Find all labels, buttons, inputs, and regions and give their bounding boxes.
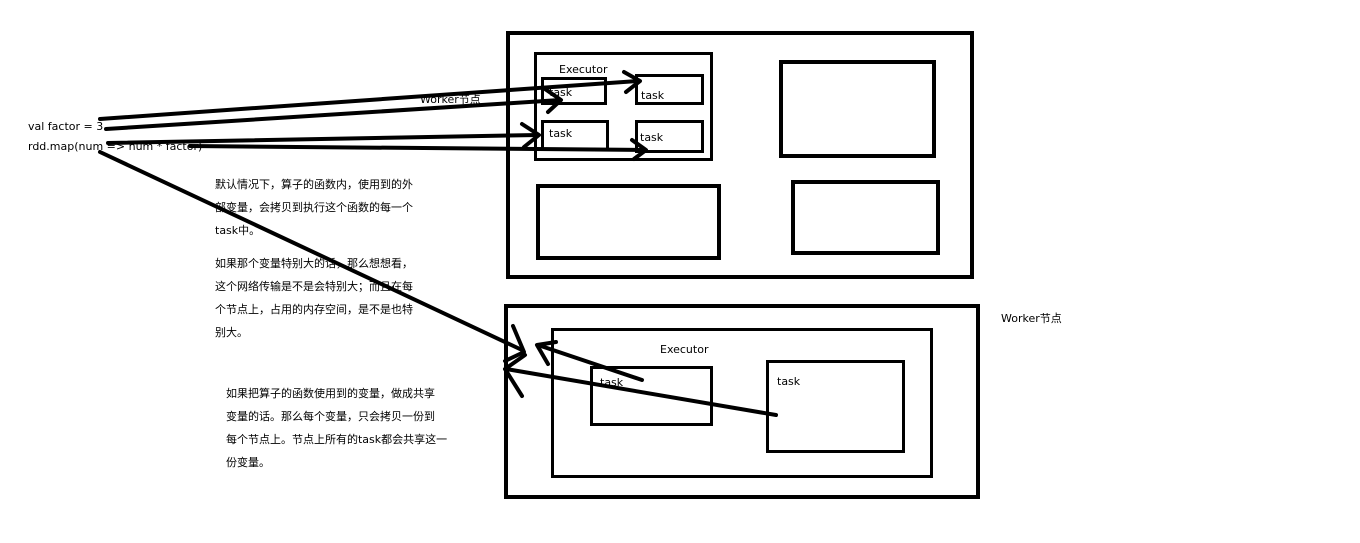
code-line-2: rdd.map(num => num * factor)	[28, 140, 203, 153]
executor-top-label: Executor	[559, 63, 608, 76]
task-label-top-1: task	[549, 86, 573, 99]
note-large-variable: 如果那个变量特别大的话，那么想想看， 这个网络传输是不是会特别大；而且在每 个节…	[215, 257, 413, 339]
executor-bottom-label: Executor	[660, 343, 709, 356]
empty-box-bottom-right	[791, 180, 940, 255]
worker-node-top-label: Worker节点	[420, 93, 481, 106]
arrow-to-task-top-1	[104, 98, 562, 131]
code-line-1: val factor = 3	[28, 120, 104, 133]
task-label-bottom-2: task	[777, 375, 801, 388]
task-label-top-3: task	[549, 127, 573, 140]
empty-box-top-right	[779, 60, 936, 158]
task-box-top-4	[635, 120, 704, 153]
task-label-bottom-1: task	[600, 376, 624, 389]
task-box-bottom-2	[766, 360, 905, 453]
worker-node-bottom-label: Worker节点	[1001, 312, 1062, 325]
task-label-top-2: task	[641, 89, 665, 102]
empty-box-bottom-left	[536, 184, 721, 260]
note-default-copy: 默认情况下，算子的函数内，使用到的外 部变量，会拷贝到执行这个函数的每一个 ta…	[215, 178, 413, 237]
task-label-top-4: task	[640, 131, 664, 144]
task-box-bottom-1	[590, 366, 713, 426]
note-shared-variable: 如果把算子的函数使用到的变量，做成共享 变量的话。那么每个变量，只会拷贝一份到 …	[226, 387, 448, 469]
